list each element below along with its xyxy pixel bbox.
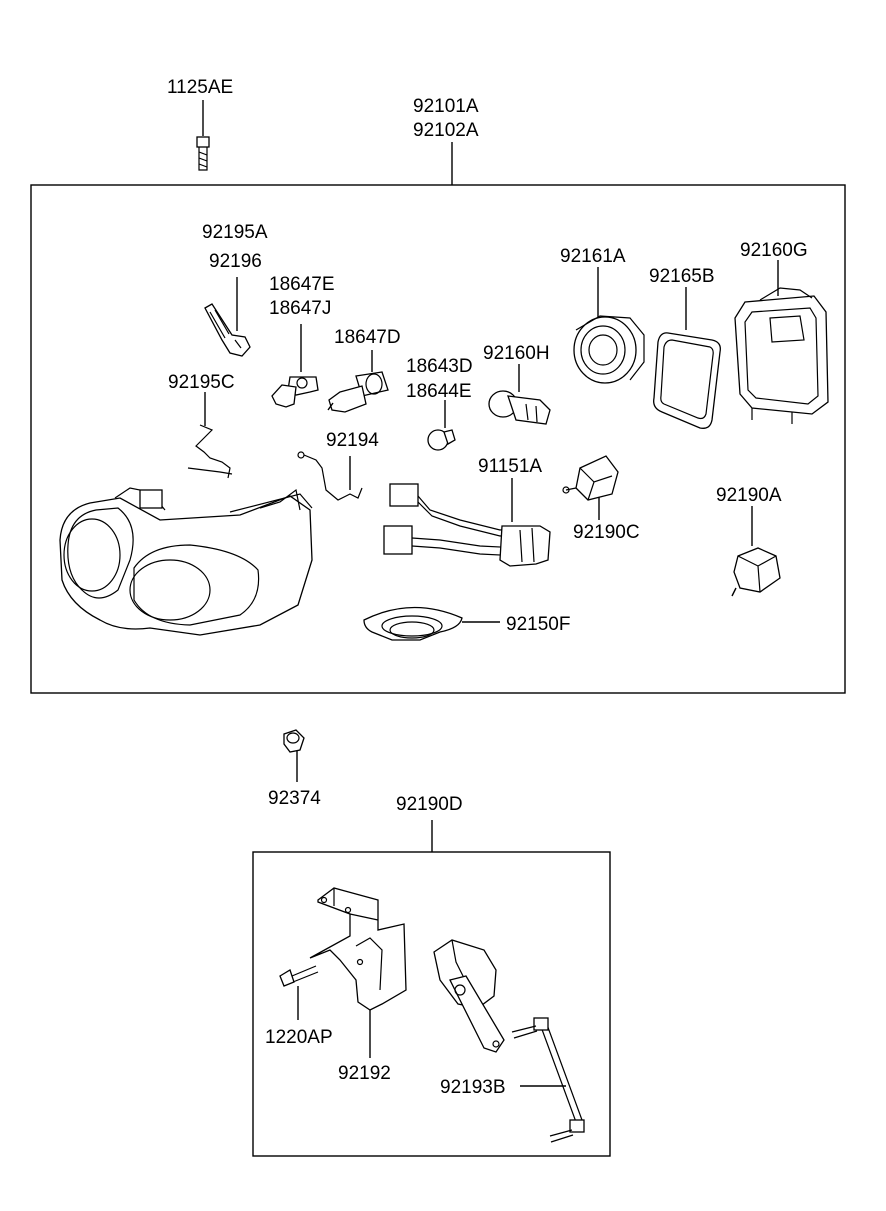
label-18647D: 18647D <box>334 327 401 348</box>
headlamp-assembly-frame <box>30 184 846 694</box>
leveling-assembly-frame <box>252 851 611 1157</box>
label-92196: 92196 <box>209 251 262 272</box>
label-92190D: 92190D <box>396 794 463 815</box>
actuator-92190C <box>562 455 619 520</box>
gasket-92165B <box>653 287 721 429</box>
label-91151A: 91151A <box>478 456 542 477</box>
label-18647E: 18647E <box>269 274 335 295</box>
label-1125AE: 1125AE <box>167 77 233 98</box>
label-92101A: 92101A <box>413 96 479 117</box>
wire-92195C <box>187 392 233 479</box>
label-92165B: 92165B <box>649 266 715 287</box>
bolt-1125AE <box>196 100 210 171</box>
label-18644E: 18644E <box>406 381 472 402</box>
label-92190A: 92190A <box>716 485 782 506</box>
label-92150F: 92150F <box>506 614 570 635</box>
harness-91151A <box>383 478 551 567</box>
label-92195A: 92195A <box>202 222 268 243</box>
label-92194: 92194 <box>326 430 379 451</box>
label-92195C: 92195C <box>168 372 235 393</box>
bulb-18643D <box>427 400 456 451</box>
label-92160G: 92160G <box>740 240 808 261</box>
link-92193B <box>511 1017 585 1143</box>
cover-92160G <box>734 260 829 424</box>
headlamp-housing <box>59 487 313 636</box>
label-92160H: 92160H <box>483 343 550 364</box>
label-1220AP: 1220AP <box>265 1027 333 1048</box>
socket-92160H <box>488 364 551 425</box>
label-92161A: 92161A <box>560 246 626 267</box>
spring-92194 <box>297 451 363 501</box>
sensor-lever <box>433 939 505 1053</box>
label-92102A: 92102A <box>413 120 479 141</box>
clip-92195A <box>204 277 251 357</box>
label-92374: 92374 <box>268 788 321 809</box>
label-92193B: 92193B <box>440 1077 506 1098</box>
ring-92161A <box>573 267 645 384</box>
grommet-92374 <box>283 729 305 782</box>
bolt-1220AP <box>279 965 319 1020</box>
motor-92190A <box>731 506 781 597</box>
bulb-18647E <box>271 324 319 408</box>
label-92192: 92192 <box>338 1063 391 1084</box>
bracket-92192 <box>309 887 407 1058</box>
grommet-92150F <box>363 606 500 641</box>
bulb-18647D <box>327 350 389 413</box>
label-18643D: 18643D <box>406 356 473 377</box>
label-18647J: 18647J <box>269 298 331 319</box>
label-92190C: 92190C <box>573 522 640 543</box>
